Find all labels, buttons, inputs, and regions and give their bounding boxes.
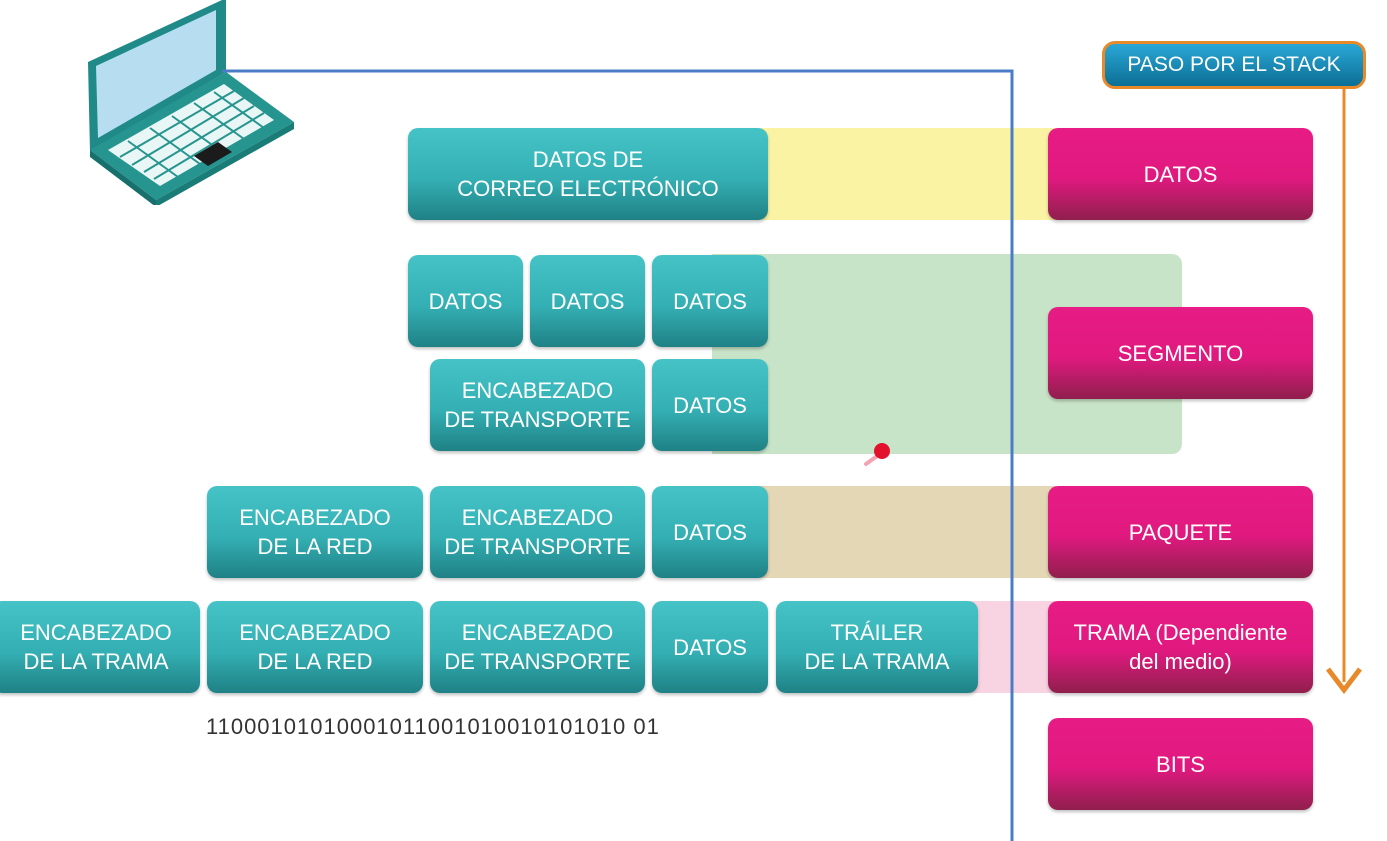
pointer-dot — [864, 443, 890, 466]
band-datos — [760, 128, 1056, 220]
data-block: DATOS — [652, 486, 768, 578]
transport-header-block: ENCABEZADO DE TRANSPORTE — [430, 486, 645, 578]
email-data-block: DATOS DE CORREO ELECTRÓNICO — [408, 128, 768, 220]
layer-bits: BITS — [1048, 718, 1313, 810]
data-block: DATOS — [652, 255, 768, 347]
transport-header-block: ENCABEZADO DE TRANSPORTE — [430, 601, 645, 693]
stack-badge: PASO POR EL STACK — [1102, 41, 1366, 89]
layer-segmento: SEGMENTO — [1048, 307, 1313, 399]
band-paquete — [760, 486, 1056, 578]
data-block: DATOS — [408, 255, 523, 347]
frame-trailer-block: TRÁILER DE LA TRAMA — [776, 601, 978, 693]
network-header-block: ENCABEZADO DE LA RED — [207, 486, 423, 578]
network-header-block: ENCABEZADO DE LA RED — [207, 601, 423, 693]
layer-paquete: PAQUETE — [1048, 486, 1313, 578]
bitstream-text: 11000101010001011001010010101010 01 — [206, 714, 660, 739]
data-block: DATOS — [652, 359, 768, 451]
arrow-down-icon — [1326, 86, 1362, 695]
data-block: DATOS — [530, 255, 645, 347]
layer-datos: DATOS — [1048, 128, 1313, 220]
data-block: DATOS — [652, 601, 768, 693]
transport-header-block: ENCABEZADO DE TRANSPORTE — [430, 359, 645, 451]
laptop-icon — [88, 0, 294, 205]
frame-header-block: ENCABEZADO DE LA TRAMA — [0, 601, 200, 693]
layer-trama: TRAMA (Dependiente del medio) — [1048, 601, 1313, 693]
